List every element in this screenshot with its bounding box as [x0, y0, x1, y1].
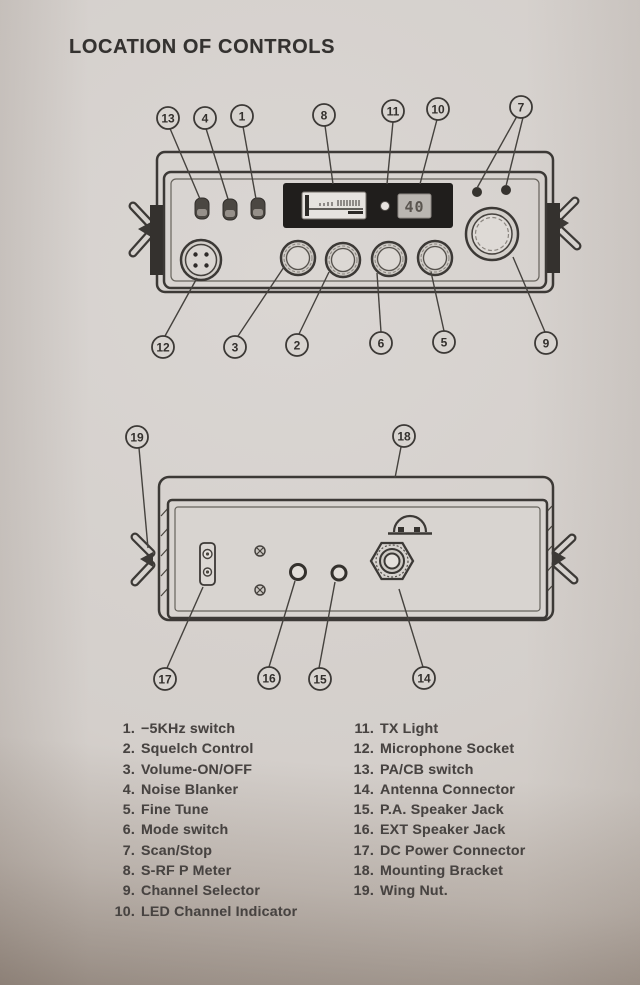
scan-stop-lamp-right	[501, 185, 511, 195]
svg-text:14: 14	[417, 671, 431, 685]
svg-text:15: 15	[313, 672, 327, 686]
callout-6: 6	[369, 331, 393, 355]
svg-text:2: 2	[294, 338, 301, 352]
legend-item: 13.PA/CB switch	[353, 761, 474, 778]
callout-5: 5	[432, 330, 456, 354]
svg-text:5: 5	[441, 335, 448, 349]
callout-12: 12	[151, 335, 175, 359]
svg-text:10: 10	[431, 102, 445, 116]
legend-item: 8.S-RF P Meter	[122, 863, 232, 880]
legend-item: 16.EXT Speaker Jack	[353, 822, 506, 839]
callout-19: 19	[125, 425, 149, 449]
dc-power-connector	[199, 542, 216, 586]
svg-text:40: 40	[404, 198, 424, 216]
screw-icon	[254, 545, 266, 557]
legend-item: 7.Scan/Stop	[122, 842, 213, 859]
s-rf-p-meter	[301, 191, 367, 220]
legend-item: 12.Microphone Socket	[353, 741, 515, 758]
svg-text:18: 18	[397, 429, 411, 443]
callout-10: 10	[426, 97, 450, 121]
callout-7: 7	[509, 95, 533, 119]
svg-text:13: 13	[161, 111, 175, 125]
callout-13: 13	[156, 106, 180, 130]
callout-18: 18	[392, 424, 416, 448]
svg-text:9: 9	[543, 336, 550, 350]
fuse-holder	[388, 514, 432, 535]
noise-blanker-switch	[222, 198, 238, 221]
pa-cb-switch	[194, 197, 210, 220]
legend-item: 3.Volume-ON/OFF	[122, 761, 253, 778]
callout-11: 11	[381, 99, 405, 123]
callout-14: 14	[412, 666, 436, 690]
antenna-connector	[369, 541, 415, 581]
legend-item: 17.DC Power Connector	[353, 842, 526, 859]
legend-item: 14.Antenna Connector	[353, 781, 516, 798]
svg-text:16: 16	[262, 671, 276, 685]
wing-nut-left-icon	[130, 532, 156, 587]
legend-item: 5.Fine Tune	[122, 802, 209, 819]
svg-text:4: 4	[202, 111, 209, 125]
callout-1: 1	[230, 104, 254, 128]
svg-text:17: 17	[158, 672, 172, 686]
screw-icon	[254, 584, 266, 596]
led-channel-indicator: 40	[397, 193, 432, 219]
svg-text:1: 1	[239, 109, 246, 123]
minus-5khz-switch	[250, 197, 266, 220]
svg-text:19: 19	[130, 430, 144, 444]
callout-leader-lines	[138, 446, 424, 669]
rear-panel-face	[166, 498, 549, 620]
rear-panel-inner-border	[174, 506, 541, 612]
tx-light	[380, 201, 390, 211]
legend-item: 11.TX Light	[354, 721, 439, 737]
callout-3: 3	[223, 335, 247, 359]
legend-item: 4.Noise Blanker	[122, 781, 239, 798]
legend-item: 6.Mode switch	[122, 822, 229, 839]
ext-speaker-jack	[289, 563, 307, 581]
legend-item: 15.P.A. Speaker Jack	[353, 802, 504, 819]
svg-text:8: 8	[321, 108, 328, 122]
callout-15: 15	[308, 667, 332, 691]
callout-16: 16	[257, 666, 281, 690]
callout-leader-lines	[164, 116, 546, 337]
fine-tune-knob	[416, 239, 454, 277]
microphone-socket	[179, 238, 223, 282]
callout-4: 4	[193, 106, 217, 130]
controls-legend: 1.−5KHz switch 2.Squelch Control 3.Volum…	[93, 721, 573, 924]
page-title: LOCATION OF CONTROLS	[69, 36, 336, 58]
legend-item: 19.Wing Nut.	[353, 883, 448, 900]
callout-17: 17	[153, 667, 177, 691]
volume-knob	[279, 239, 317, 277]
mounting-bracket-outline	[157, 475, 555, 622]
bracket-side-left	[150, 205, 163, 275]
squelch-knob	[324, 241, 362, 279]
svg-text:3: 3	[232, 340, 239, 354]
wing-nut-right-icon	[551, 533, 579, 585]
wing-nut-left-icon	[128, 201, 154, 258]
callout-9: 9	[534, 331, 558, 355]
callout-8: 8	[312, 103, 336, 127]
scan-stop-lamp-left	[472, 187, 482, 197]
legend-item: 9.Channel Selector	[122, 883, 261, 900]
legend-column-right: 11.TX Light 12.Microphone Socket 13.PA/C…	[338, 721, 573, 924]
svg-text:6: 6	[378, 336, 385, 350]
legend-item: 10.LED Channel Indicator	[114, 903, 298, 920]
legend-column-left: 1.−5KHz switch 2.Squelch Control 3.Volum…	[93, 721, 338, 924]
pa-speaker-jack	[330, 564, 348, 582]
legend-item: 1.−5KHz switch	[122, 721, 236, 737]
front-panel-diagram: 40	[128, 95, 582, 359]
bracket-side-right	[547, 203, 560, 273]
svg-text:12: 12	[156, 340, 170, 354]
legend-item: 18.Mounting Bracket	[353, 863, 504, 880]
channel-selector-knob	[464, 206, 520, 262]
front-panel-face	[162, 170, 548, 290]
rear-panel-diagram: 19 18 17 16 15 14	[125, 424, 579, 691]
callout-2: 2	[285, 333, 309, 357]
svg-text:11: 11	[387, 104, 400, 118]
mode-switch-knob	[370, 240, 408, 278]
front-panel-inner-border	[170, 178, 540, 282]
svg-text:7: 7	[518, 100, 525, 114]
legend-item: 2.Squelch Control	[122, 741, 254, 758]
